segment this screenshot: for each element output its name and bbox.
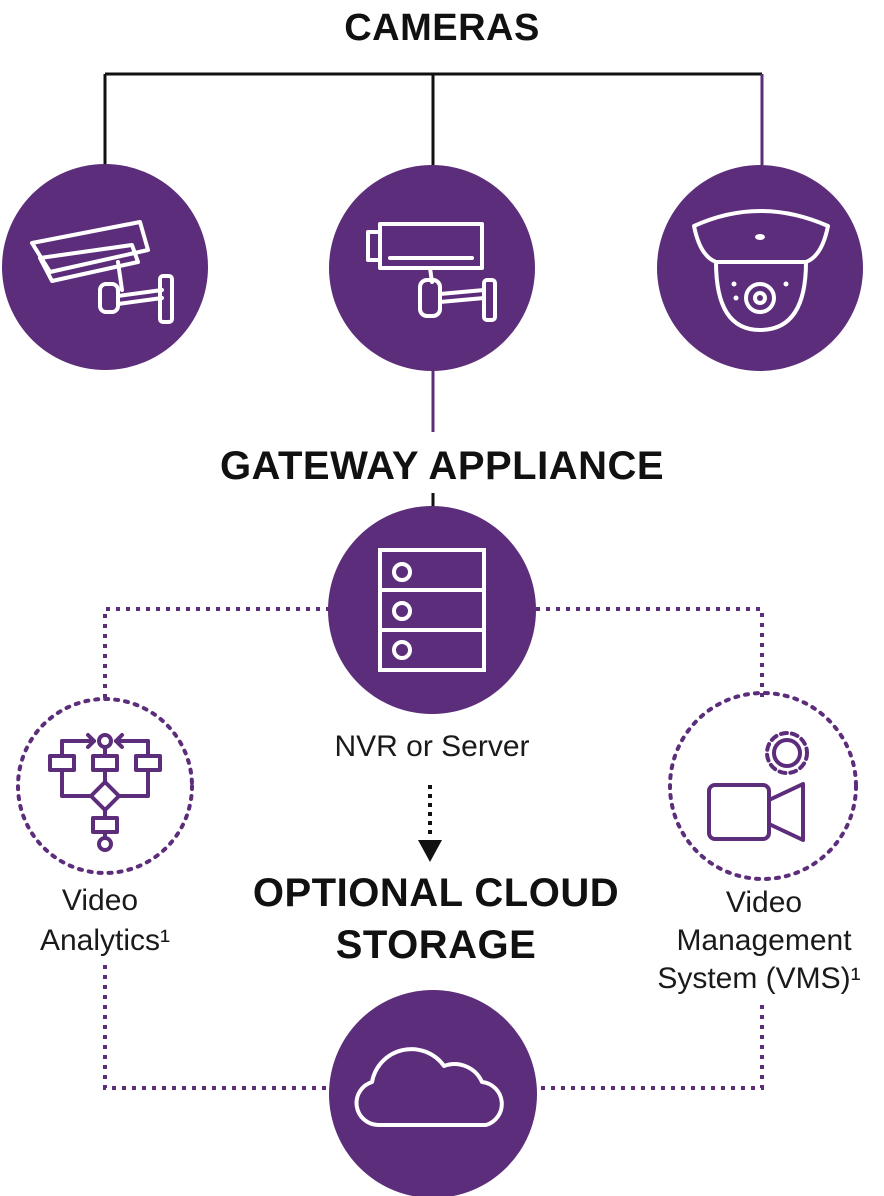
cloud-arrow xyxy=(418,785,442,862)
cloud-heading-line2: STORAGE xyxy=(335,923,537,967)
flowchart-icon xyxy=(48,733,162,852)
camera-connectors xyxy=(103,72,764,506)
box-camera-icon xyxy=(366,222,497,322)
gateway-heading: GATEWAY APPLIANCE xyxy=(219,444,665,488)
video-camera-gear-icon xyxy=(707,731,809,842)
vms-label-line2: Management xyxy=(676,924,852,957)
analytics-label-line2: Analytics¹ xyxy=(39,924,171,957)
nvr-label: NVR or Server xyxy=(334,730,530,763)
camera-1-node xyxy=(2,164,208,370)
camera-2-node xyxy=(329,165,535,371)
vms-label-line1: Video xyxy=(725,886,803,919)
camera-3-node xyxy=(657,165,863,371)
cloud-node xyxy=(329,990,537,1196)
server-rack-icon xyxy=(378,548,486,672)
cameras-heading: CAMERAS xyxy=(344,7,540,49)
cloud-icon xyxy=(354,1047,504,1127)
server-node xyxy=(328,506,536,714)
vms-label-line3: System (VMS)¹ xyxy=(657,962,861,995)
bullet-camera-icon xyxy=(30,220,174,324)
cloud-heading-line1: OPTIONAL CLOUD xyxy=(252,871,620,915)
analytics-label-line1: Video xyxy=(61,884,139,917)
analytics-node xyxy=(16,697,194,875)
dome-camera-icon xyxy=(692,209,830,332)
vms-node xyxy=(668,691,858,881)
dotted-connectors xyxy=(103,607,764,1090)
